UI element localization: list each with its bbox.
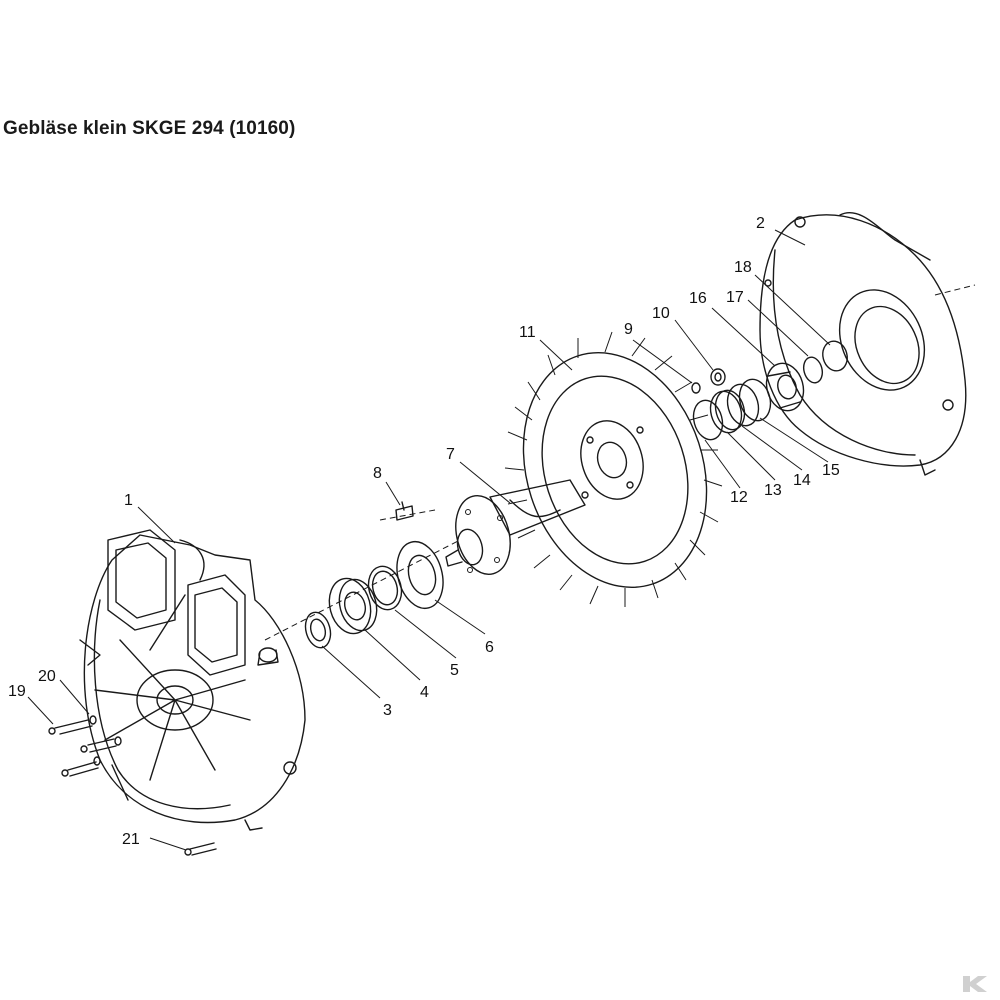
front-housing-part-1: [79, 529, 306, 831]
bearing-ring-part-3: [304, 611, 332, 649]
flange-plate-part-6: [396, 540, 444, 610]
ring-part-14: [726, 383, 760, 427]
part-label: 18: [734, 259, 752, 276]
fan-wheel-part-11: [504, 331, 723, 607]
brand-logo: K: [960, 973, 994, 995]
part-label: 1: [124, 492, 133, 509]
assembly-axis: [264, 539, 461, 641]
bearing-part-4: [328, 577, 378, 635]
bearing-part-16: [765, 362, 805, 412]
part-label: 15: [822, 462, 840, 479]
part-label: 10: [652, 305, 670, 322]
part-labels: 1 2 3 4 5 6 7 8 9 10 11 12 13 14 15 16 1…: [8, 215, 840, 848]
part-label: 8: [373, 465, 382, 482]
ring-part-12: [692, 399, 724, 441]
nut-part-10: [710, 368, 726, 386]
bolt-axis-8: [379, 509, 436, 521]
part-label: 13: [764, 482, 782, 499]
part-label: 6: [485, 639, 494, 656]
part-label: 3: [383, 702, 392, 719]
washers-part-20: [89, 715, 122, 766]
bolt-part-8: [395, 501, 414, 521]
ring-part-18: [822, 340, 848, 372]
part-label: 14: [793, 472, 811, 489]
part-label: 19: [8, 683, 26, 700]
screw-part-21: [184, 842, 217, 856]
screws-part-19: [48, 719, 117, 777]
shaft-flange-part-7: [445, 479, 586, 575]
part-label: 21: [122, 831, 140, 848]
part-label: 11: [519, 324, 536, 341]
ring-part-17: [802, 356, 824, 384]
seal-ring-part-5: [367, 565, 403, 611]
part-label: 2: [756, 215, 765, 232]
part-label: 9: [624, 321, 633, 338]
leader-lines: [27, 229, 831, 851]
part-label: 7: [446, 446, 455, 463]
part-label: 16: [689, 290, 707, 307]
part-label: 5: [450, 662, 459, 679]
assembly-axis-right: [934, 284, 976, 296]
ring-part-13: [709, 389, 746, 434]
part-label: 17: [726, 289, 744, 306]
logo-text: K: [991, 991, 993, 993]
rear-housing-part-2: [759, 212, 967, 476]
part-label: 20: [38, 668, 56, 685]
part-label: 4: [420, 684, 429, 701]
washer-part-9: [691, 382, 701, 394]
diagram-title: Gebläse klein SKGE 294 (10160): [3, 118, 296, 139]
part-label: 12: [730, 489, 748, 506]
